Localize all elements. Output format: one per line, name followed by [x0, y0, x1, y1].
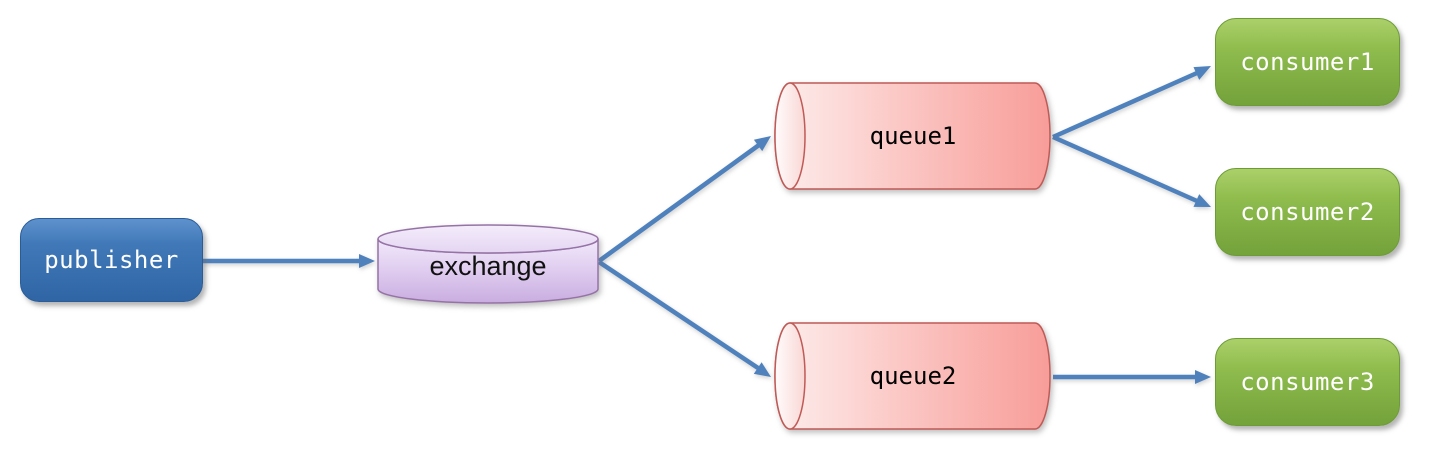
arrow-head-exchange-to-queue1 — [753, 136, 771, 152]
queue1-cylinder-cap — [774, 82, 806, 190]
arrow-heads-group — [359, 66, 1211, 384]
node-queue2-shape — [774, 322, 1051, 430]
arrow-head-queue1-to-consumer1 — [1193, 66, 1211, 80]
node-publisher: publisher — [20, 218, 203, 302]
node-consumer1: consumer1 — [1215, 18, 1400, 106]
node-queue1-shape — [774, 82, 1051, 190]
arrow-queue1-to-consumer2 — [1052, 134, 1198, 204]
arrow-head-publisher-to-exchange — [359, 254, 375, 268]
exchange-cylinder-top — [377, 224, 599, 254]
edges-group — [203, 66, 1211, 384]
arrow-exchange-to-queue2 — [597, 260, 760, 370]
arrow-queue1-to-consumer1 — [1052, 70, 1198, 140]
node-consumer3-label: consumer3 — [1240, 368, 1375, 396]
arrow-head-exchange-to-queue2 — [753, 362, 771, 377]
arrow-head-queue2-to-consumer3 — [1195, 370, 1211, 384]
node-exchange-shape — [377, 224, 599, 304]
node-publisher-label: publisher — [44, 246, 179, 274]
node-consumer3: consumer3 — [1215, 338, 1400, 426]
queue2-cylinder-cap — [774, 322, 806, 430]
node-consumer2: consumer2 — [1215, 168, 1400, 256]
node-consumer2-label: consumer2 — [1240, 198, 1375, 226]
node-consumer1-label: consumer1 — [1240, 48, 1375, 76]
queue1-cylinder-body — [774, 82, 1051, 190]
arrow-head-queue1-to-consumer2 — [1193, 194, 1211, 207]
arrow-exchange-to-queue1 — [597, 143, 761, 263]
queue2-cylinder-body — [774, 322, 1051, 430]
